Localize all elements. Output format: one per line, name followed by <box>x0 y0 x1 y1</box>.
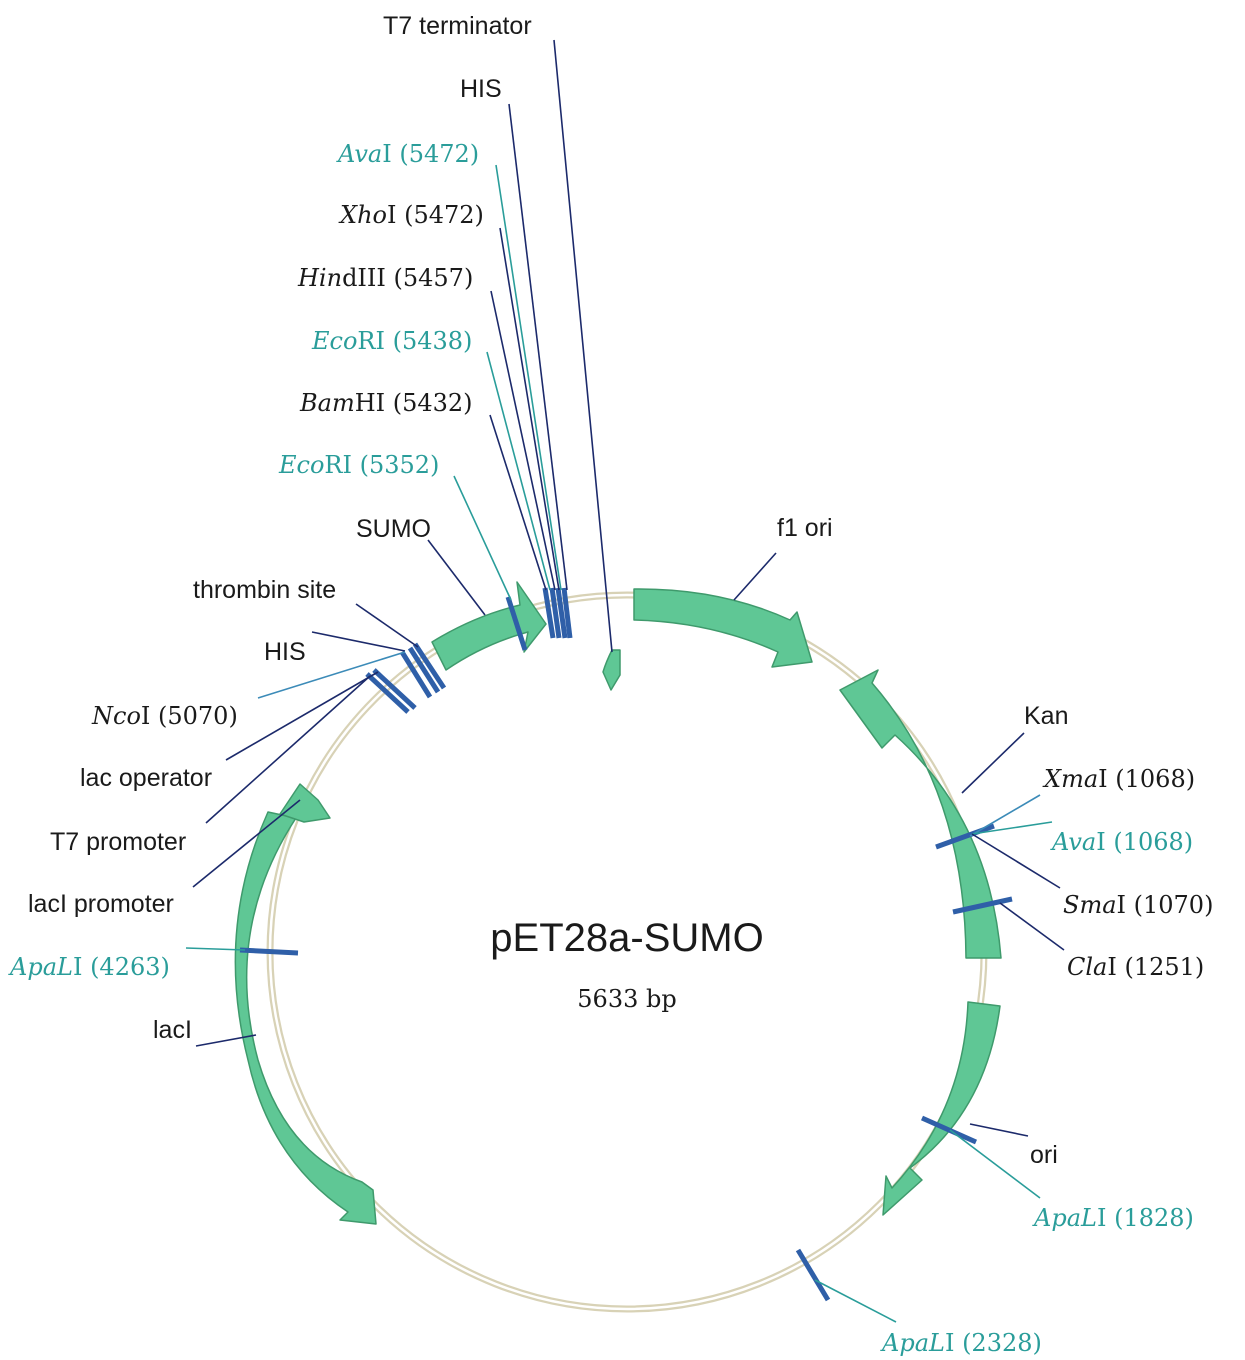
feature-label-his-top: HIS <box>460 75 502 103</box>
feature-label-laci: lacI <box>153 1016 192 1044</box>
ori-leader <box>969 1123 1029 1137</box>
enzyme-label-apali-4263: ApaLI (4263) <box>8 953 170 981</box>
site-bar <box>555 587 568 639</box>
t7-terminator-arrow <box>602 649 621 691</box>
site-bar <box>372 668 417 710</box>
feature-label-sumo: SUMO <box>356 515 431 543</box>
site-bar <box>952 896 1013 915</box>
apali-4263-leader <box>185 947 246 951</box>
site-bar <box>920 1115 978 1145</box>
t7-promoter-leader <box>205 675 371 824</box>
his-top-leader <box>508 103 568 591</box>
site-bar <box>542 587 556 639</box>
xhoi-leader <box>499 227 560 591</box>
f1-ori-leader <box>733 552 777 601</box>
site-bar <box>795 1248 831 1302</box>
f1-ori-arrow <box>633 588 813 668</box>
sumo-arrow <box>431 581 547 671</box>
plasmid-name: pET28a-SUMO <box>490 916 763 960</box>
laci-arrow <box>234 811 377 1225</box>
feature-label-kan: Kan <box>1024 702 1068 730</box>
site-bar <box>407 646 441 694</box>
bamhi-leader <box>489 414 547 591</box>
laci-promoter-leader <box>192 799 301 888</box>
enzyme-label-xmai-1068: XmaI (1068) <box>1042 765 1195 793</box>
kan-arrow <box>839 669 1002 959</box>
apali-1828-leader <box>949 1129 1041 1199</box>
site-bar <box>365 672 410 714</box>
enzyme-label-xhoi-5472: XhoI (5472) <box>338 201 484 229</box>
smai-leader <box>971 833 1061 889</box>
enzyme-label-ecori-5352: EcoRI (5352) <box>278 451 439 479</box>
site-bar <box>399 650 433 699</box>
enzyme-label-apali-2328: ApaLI (2328) <box>880 1329 1042 1357</box>
feature-label-ori: ori <box>1030 1141 1058 1169</box>
site-bar <box>561 587 573 639</box>
enzyme-label-bamhi-5432: BamHI (5432) <box>299 389 473 417</box>
feature-label-thrombin-site: thrombin site <box>193 576 336 604</box>
feature-labels: T7 terminator HIS SUMO thrombin site HIS… <box>28 12 1068 1169</box>
enzyme-label-ecori-5438: EcoRI (5438) <box>311 327 472 355</box>
site-bars <box>239 587 1013 1302</box>
avai-1068-leader <box>971 821 1053 835</box>
feature-label-laci-promoter: lacI promoter <box>28 890 174 918</box>
feature-label-his-left: HIS <box>264 638 306 666</box>
feature-label-t7-terminator: T7 terminator <box>383 12 532 40</box>
thrombin-leader <box>355 603 419 648</box>
feature-arrows <box>234 581 1002 1225</box>
hindiii-leader <box>490 290 556 591</box>
avai-5472-leader <box>495 164 562 591</box>
t7-terminator-leader <box>553 39 613 653</box>
laci-leader <box>195 1034 257 1047</box>
feature-label-t7-promoter: T7 promoter <box>50 828 186 856</box>
enzyme-label-hindiii-5457: HindIII (5457) <box>297 264 473 292</box>
enzyme-label-avai-1068: AvaI (1068) <box>1050 828 1193 856</box>
site-bar <box>549 587 562 639</box>
ecori-5352-leader <box>453 475 512 601</box>
laci-promoter-arrow <box>279 783 331 823</box>
site-bar <box>239 947 299 956</box>
enzyme-label-smai-1070: SmaI (1070) <box>1063 891 1213 919</box>
enzyme-label-avai-5472: AvaI (5472) <box>336 140 479 168</box>
clai-leader <box>999 902 1065 951</box>
ncoi-leader <box>257 651 406 699</box>
feature-label-f1-ori: f1 ori <box>777 514 833 542</box>
ecori-5438-leader <box>486 351 551 591</box>
his-left-leader <box>311 631 406 652</box>
plasmid-size: 5633 bp <box>577 985 676 1013</box>
enzyme-label-clai-1251: ClaI (1251) <box>1067 953 1204 981</box>
site-bar <box>412 642 447 690</box>
enzyme-label-apali-1828: ApaLI (1828) <box>1032 1204 1194 1232</box>
xmai-leader <box>969 794 1041 837</box>
site-bar <box>505 596 528 651</box>
enzyme-labels: AvaI (5472) XhoI (5472) HindIII (5457) E… <box>8 140 1213 1357</box>
apali-2328-leader <box>814 1279 897 1323</box>
kan-leader <box>961 732 1025 794</box>
feature-label-lac-operator: lac operator <box>80 764 212 792</box>
ori-arrow <box>882 1001 1001 1216</box>
enzyme-label-ncoi-5070: NcoI (5070) <box>91 702 238 730</box>
site-bar <box>935 823 995 850</box>
leader-lines <box>185 39 1065 1323</box>
lac-operator-leader <box>225 671 379 761</box>
sumo-leader <box>427 539 486 616</box>
